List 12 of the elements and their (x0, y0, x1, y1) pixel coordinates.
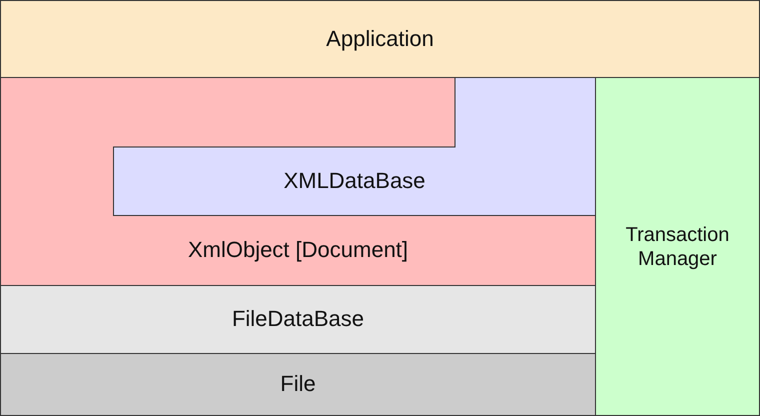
layer-label: FileDataBase (230, 305, 366, 334)
layer-label: XmlObject [Document] (186, 236, 410, 264)
layer-band (0, 353, 596, 416)
layer-block (113, 77, 596, 216)
layer-band (0, 285, 596, 354)
layer-label: XMLDataBase (282, 166, 426, 195)
layer-block (0, 77, 596, 286)
layer-band (0, 0, 760, 78)
layer-label: Application (325, 24, 435, 53)
layer-label: Transaction Manager (624, 222, 730, 272)
layer-label: File (279, 370, 317, 398)
side-panel (595, 77, 760, 416)
